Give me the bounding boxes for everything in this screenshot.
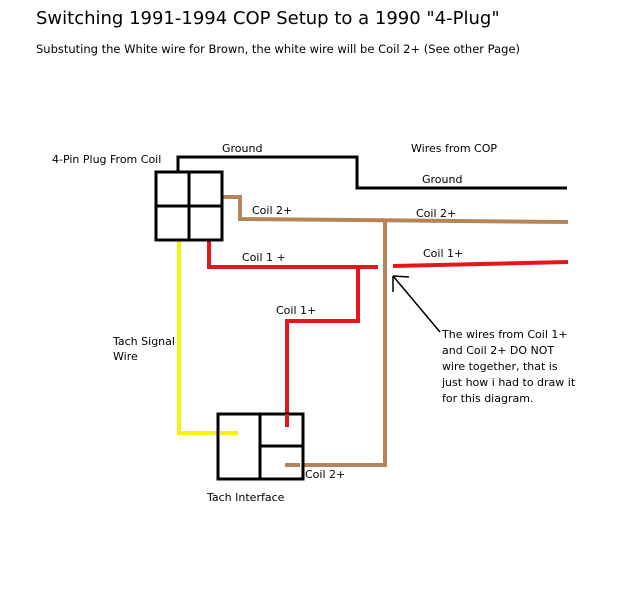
ground-wire xyxy=(176,155,567,190)
coil2-label-bottom: Coil 2+ xyxy=(305,468,345,481)
coil2-label-left: Coil 2+ xyxy=(252,204,292,217)
diagram-title: Switching 1991-1994 COP Setup to a 1990 … xyxy=(36,8,500,29)
coil1-wire-main xyxy=(207,230,378,269)
diagram-subtitle: Substuting the White wire for Brown, the… xyxy=(36,42,520,56)
coil1-label-right: Coil 1+ xyxy=(423,247,463,260)
plug-label: 4-Pin Plug From Coil xyxy=(52,153,161,166)
svg-text:wire together, that is: wire together, that is xyxy=(442,360,558,373)
coil1-wire-branch xyxy=(285,267,360,425)
svg-text:The wires from Coil 1+: The wires from Coil 1+ xyxy=(441,328,568,341)
svg-text:just how i had to draw it: just how i had to draw it xyxy=(441,376,576,389)
tach-interface-box xyxy=(216,412,305,481)
svg-text:and Coil 2+ DO NOT: and Coil 2+ DO NOT xyxy=(442,344,554,357)
coil1-wire-right xyxy=(392,260,569,268)
ground-label-right: Ground xyxy=(422,173,462,186)
wires-from-cop-label: Wires from COP xyxy=(411,142,497,155)
diagram-note: The wires from Coil 1+ and Coil 2+ DO NO… xyxy=(441,328,576,405)
svg-text:for this diagram.: for this diagram. xyxy=(442,392,533,405)
coil1-label-mid: Coil 1+ xyxy=(276,304,316,317)
tach-interface-label: Tach Interface xyxy=(206,491,285,504)
crossing-arrow xyxy=(392,275,441,333)
ground-label-top: Ground xyxy=(222,142,262,155)
coil2-label-right: Coil 2+ xyxy=(416,207,456,220)
tach-wire-label: Wire xyxy=(113,350,138,363)
tach-signal-label: Tach Signal xyxy=(112,335,175,348)
coil2-wire-main xyxy=(222,195,569,224)
four-pin-plug xyxy=(154,170,224,242)
coil2-wire-branch xyxy=(285,221,387,467)
coil1-label-left: Coil 1 + xyxy=(242,251,286,264)
